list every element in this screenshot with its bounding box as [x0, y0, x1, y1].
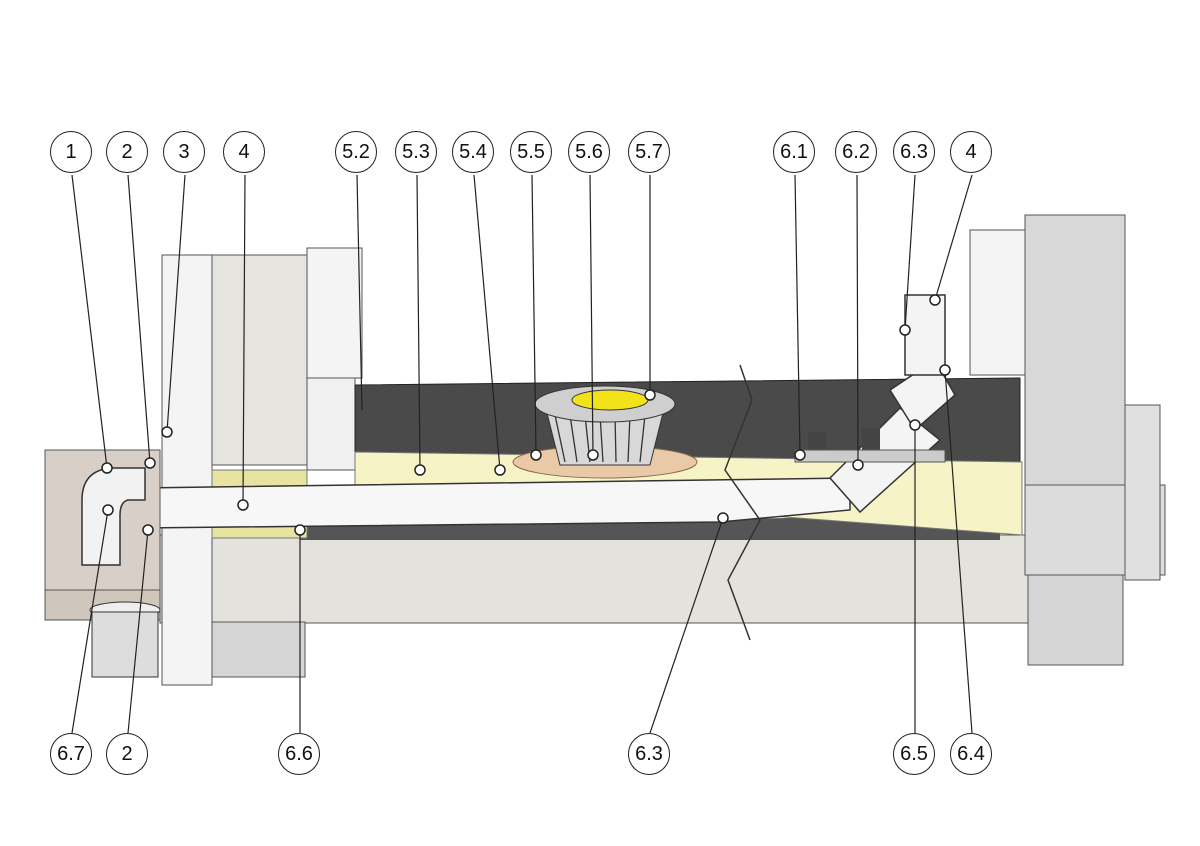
callout-6-1: 6.1 — [773, 131, 815, 173]
callout-6-3-top: 6.3 — [893, 131, 935, 173]
upper-parapet-block — [306, 377, 356, 471]
leader-dots — [101, 294, 951, 536]
callout-6-6: 6.6 — [278, 733, 320, 775]
callout-4: 4 — [223, 131, 265, 173]
callout-1: 1 — [50, 131, 92, 173]
callout-6-5: 6.5 — [893, 733, 935, 775]
callout-5-7: 5.7 — [628, 131, 670, 173]
leader-lines — [71, 174, 973, 734]
fitting-plate — [794, 449, 946, 463]
right-upper-wall — [1024, 214, 1126, 486]
drain-cap — [571, 389, 649, 411]
lower-membrane — [300, 515, 1000, 540]
left-lower-wall — [209, 621, 306, 678]
callout-5-6: 5.6 — [568, 131, 610, 173]
callout-2: 2 — [106, 131, 148, 173]
fitting-6-2 — [862, 428, 880, 450]
outlet-elbow — [81, 467, 146, 566]
outlet-spout — [91, 611, 159, 678]
callout-6-2: 6.2 — [835, 131, 877, 173]
callout-5-5: 5.5 — [510, 131, 552, 173]
fitting-6-1 — [808, 432, 826, 454]
callout-4-right: 4 — [950, 131, 992, 173]
callout-6-7: 6.7 — [50, 733, 92, 775]
callout-5-4: 5.4 — [452, 131, 494, 173]
right-wall-insulation — [969, 229, 1026, 376]
right-lower-wall — [1027, 574, 1124, 666]
callout-6-3-bottom: 6.3 — [628, 733, 670, 775]
callout-5-3: 5.3 — [395, 131, 437, 173]
left-wall-insulation — [161, 254, 213, 686]
upper-insulation-block — [306, 247, 363, 379]
left-upper-wall — [209, 254, 311, 466]
break-line — [724, 364, 761, 641]
callout-3: 3 — [163, 131, 205, 173]
callout-5-2: 5.2 — [335, 131, 377, 173]
vertical-pipe-end — [904, 294, 946, 376]
floor-slab — [159, 534, 1031, 624]
callout-6-4: 6.4 — [950, 733, 992, 775]
right-column — [1124, 404, 1161, 581]
callout-2-bottom: 2 — [106, 733, 148, 775]
